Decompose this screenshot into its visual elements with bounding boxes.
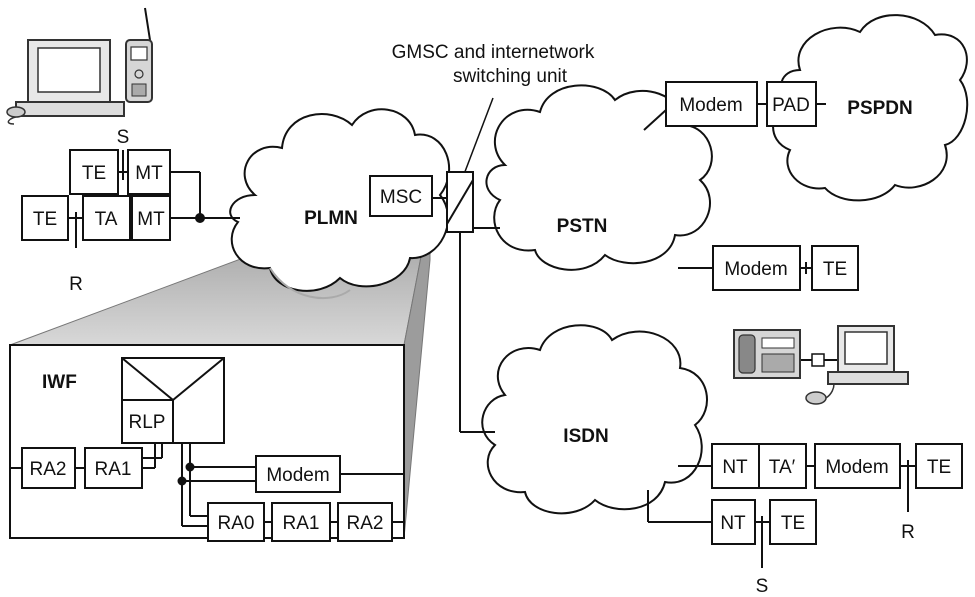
ref-point-s-mobile: S (117, 127, 130, 148)
ref-point-r-mobile: R (69, 274, 83, 295)
computer-icon-mobile (6, 39, 125, 125)
ra1-box-right (271, 502, 331, 542)
nt-box-bottom (711, 499, 756, 545)
callout-label-line2: switching unit (453, 66, 568, 87)
modem-label-isdn: Modem (825, 457, 888, 478)
ta-prime-box (758, 443, 807, 489)
mt-label-top: MT (135, 163, 163, 184)
ta-label: TA (95, 209, 118, 230)
iwf-modem-label: Modem (266, 465, 329, 486)
ref-point-r-isdn: R (901, 522, 915, 543)
gmsc-switch (446, 171, 474, 233)
rlp-box (121, 399, 174, 444)
callout-label-line1: GMSC and internetwork (392, 42, 595, 63)
modem-label-pstn: Modem (724, 259, 787, 280)
nt-label-bottom: NT (720, 513, 746, 534)
iwf-title: IWF (42, 372, 77, 393)
mobile-te-ta-mt (21, 195, 171, 241)
te-box-top (69, 149, 119, 195)
te-label-isdn-top: TE (927, 457, 951, 478)
iwf-modem-box (255, 455, 341, 493)
ta-prime-label: TA′ (769, 457, 796, 478)
te-box-isdn-top (915, 443, 963, 489)
modem-box-pstn (712, 245, 801, 291)
te-label-isdn-bottom: TE (781, 513, 805, 534)
te-label-pstn: TE (823, 259, 847, 280)
pstn-cloud (485, 84, 713, 271)
rlp-label: RLP (129, 412, 166, 433)
mt-box-bottom (131, 195, 171, 241)
nt-box-top (711, 443, 760, 489)
ra0-label: RA0 (218, 513, 255, 534)
ta-box (82, 195, 131, 241)
desk-phone-icon (733, 329, 801, 379)
ra0-box (207, 502, 265, 542)
modem-box-pspdn (665, 81, 758, 127)
pspdn-label: PSPDN (847, 98, 912, 119)
mt-box-top (127, 149, 171, 195)
ref-point-s-isdn: S (756, 576, 769, 597)
ra2-label-right: RA2 (347, 513, 384, 534)
nt-label-top: NT (722, 457, 748, 478)
pstn-label: PSTN (557, 216, 608, 237)
isdn-cloud (481, 324, 708, 515)
pad-box (766, 81, 817, 127)
modem-box-isdn (814, 443, 901, 489)
junction-dot (195, 213, 205, 223)
ra2-box-right (337, 502, 393, 542)
ra2-label-left: RA2 (30, 459, 67, 480)
te-label-top: TE (82, 163, 106, 184)
msc-label: MSC (380, 187, 422, 208)
pad-label: PAD (772, 95, 810, 116)
te-box-pstn (811, 245, 859, 291)
ra1-box-left (84, 447, 143, 489)
ra2-box-left (21, 447, 76, 489)
mobile-phone-icon (125, 39, 153, 103)
ra1-label-left: RA1 (95, 459, 132, 480)
pspdn-cloud (772, 14, 969, 202)
ra1-label-right: RA1 (283, 513, 320, 534)
plmn-label: PLMN (304, 208, 358, 229)
mobile-te-mt-top (69, 149, 171, 195)
msc-box (369, 175, 433, 217)
mt-label-bottom: MT (137, 209, 165, 230)
te-box-isdn-bottom (769, 499, 817, 545)
te-label-bottom: TE (33, 209, 57, 230)
computer-icon-isdn (805, 325, 909, 405)
modem-label-pspdn: Modem (679, 95, 742, 116)
isdn-label: ISDN (563, 426, 608, 447)
te-box-bottom (21, 195, 69, 241)
